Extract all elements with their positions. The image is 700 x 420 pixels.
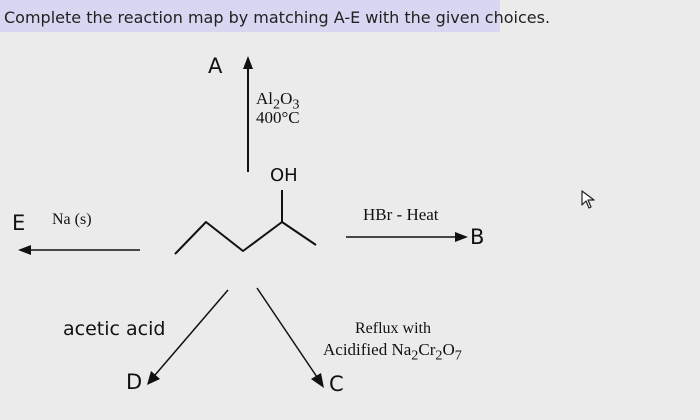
reagent-c-line1: Reflux with [355,320,431,337]
butanol-skeleton [174,221,317,255]
label-e: E [12,211,26,235]
formula-part: Al [256,89,273,108]
formula-subscript: 2 [411,347,419,364]
arrow-d-line [154,289,229,376]
formula-part: O [442,340,455,359]
reagent-e: Na (s) [52,211,92,228]
formula-subscript: 2 [273,96,281,113]
reagent-d: acetic acid [63,318,166,340]
formula-part: Cr [418,340,436,359]
label-a: A [208,54,223,78]
reagent-c-line2: Acidified Na2Cr2O7 [323,340,462,364]
mouse-pointer-icon [581,190,597,215]
instruction-text: Complete the reaction map by matching A-… [0,0,550,32]
arrow-a-head [243,56,253,69]
formula-part: Acidified Na [323,340,412,359]
label-b: B [470,225,485,249]
formula-part: O [280,89,293,108]
label-c: C [329,372,344,396]
formula-subscript: 2 [435,347,443,364]
arrow-b-head [455,232,468,242]
reagent-b: HBr - Heat [363,205,439,224]
arrow-c-line [256,287,318,378]
formula-subscript: 3 [292,96,300,113]
reagent-a-formula: Al2O3 [256,89,299,113]
reagent-a-temperature: 400°C [256,108,300,127]
arrow-e-head [18,245,31,255]
formula-subscript: 7 [454,347,462,364]
arrow-c-head [311,373,324,388]
hydroxyl-label: OH [270,165,298,186]
arrow-d-head [147,371,160,385]
label-d: D [126,370,143,394]
